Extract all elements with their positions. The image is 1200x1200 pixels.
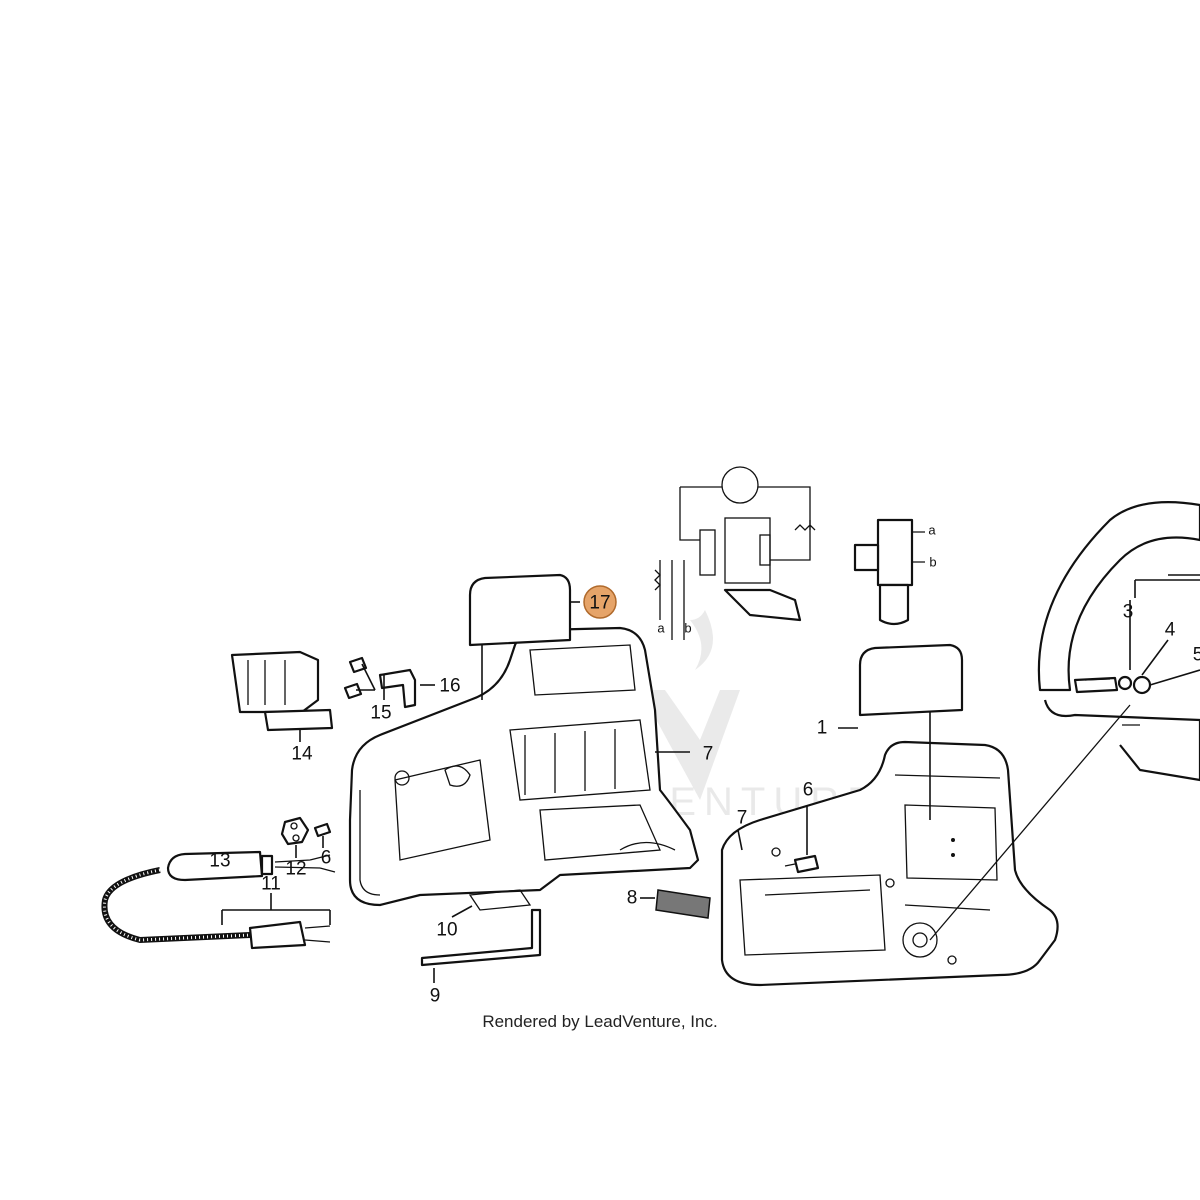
foam-strip-part <box>640 889 711 919</box>
callout-5[interactable]: 5 <box>1193 645 1200 666</box>
clip-part <box>378 668 435 709</box>
front-handle-part <box>929 501 1200 941</box>
callout-11[interactable]: 11 <box>261 874 281 895</box>
callout-17[interactable]: 17 <box>589 593 610 614</box>
label-plate-part <box>468 573 572 700</box>
right-housing-part <box>720 740 1059 987</box>
callout-9[interactable]: 9 <box>430 986 441 1007</box>
callout-12[interactable]: 12 <box>285 859 306 880</box>
switch-terminal-b-label: b <box>929 555 936 570</box>
leader-lines <box>383 601 858 851</box>
callout-7-left[interactable]: 7 <box>703 744 714 765</box>
callout-17-highlight <box>583 585 617 619</box>
callout-3[interactable]: 3 <box>1123 602 1134 623</box>
power-cord-part <box>101 850 336 950</box>
terminal-a-label: a <box>657 621 665 636</box>
callout-15[interactable]: 15 <box>370 703 391 724</box>
hex-key-part <box>420 908 542 983</box>
callout-1[interactable]: 1 <box>817 718 828 739</box>
screw-part <box>343 656 376 700</box>
callout-6-right[interactable]: 6 <box>803 780 814 801</box>
left-housing-part <box>348 626 700 907</box>
housing-screw-part <box>784 805 820 874</box>
terminal-b-label: b <box>684 621 691 636</box>
callout-labels: 17 1 3 4 5 6 6 7 7 8 9 10 11 12 13 14 15… <box>209 585 1200 1007</box>
switch-detail: a b <box>853 518 937 626</box>
strain-relief-part <box>280 816 332 858</box>
callout-8[interactable]: 8 <box>627 888 638 909</box>
callout-16[interactable]: 16 <box>439 676 460 697</box>
switch-part <box>230 650 334 742</box>
callout-7-right[interactable]: 7 <box>737 808 748 829</box>
callout-10[interactable]: 10 <box>436 920 457 941</box>
wiring-schematic: a b <box>654 466 816 640</box>
render-credit: Rendered by LeadVenture, Inc. <box>482 1012 718 1031</box>
callout-6-left[interactable]: 6 <box>321 848 332 869</box>
label-plate-part <box>858 643 964 820</box>
switch-terminal-a-label: a <box>928 523 936 538</box>
label-part <box>451 889 532 918</box>
callout-13[interactable]: 13 <box>209 851 230 872</box>
callout-14[interactable]: 14 <box>291 744 313 765</box>
callout-4[interactable]: 4 <box>1165 620 1176 641</box>
